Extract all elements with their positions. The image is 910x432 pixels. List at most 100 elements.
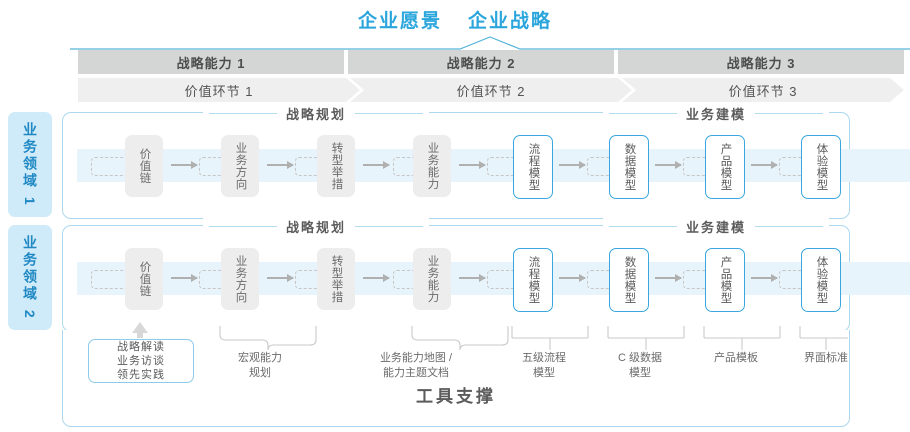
kickoff-line-2: 业务访谈 <box>117 354 165 367</box>
node-business-direction[interactable]: 业务方向 <box>221 248 259 310</box>
node-label: 业务方向 <box>234 255 247 303</box>
node-value-chain[interactable]: 价值链 <box>125 135 163 197</box>
node-label: 业务能力 <box>426 255 439 303</box>
flow-arrow <box>363 273 390 282</box>
rule-left <box>609 112 677 115</box>
vision-connector-line <box>70 36 910 50</box>
flow-arrow <box>459 273 486 282</box>
node-label: 流程模型 <box>527 256 540 304</box>
flow-arrow <box>267 160 294 169</box>
section-label-planning: 战略规划 <box>286 107 347 122</box>
enterprise-strategy-title: 企业战略 <box>468 11 553 32</box>
flow-arrow <box>751 160 778 169</box>
node-label: 产品模型 <box>719 256 732 304</box>
annotation-line-1: 五级流程 <box>522 352 566 364</box>
node-process-model[interactable]: 流程模型 <box>513 135 553 199</box>
kickoff-arrow-stem <box>137 330 143 338</box>
top-titles: 企业愿景 企业战略 <box>0 6 910 33</box>
node-transformation-measures[interactable]: 转型举措 <box>317 135 355 197</box>
annotation-five-level-process: 五级流程 模型 <box>498 351 590 381</box>
node-label: 业务能力 <box>426 142 439 190</box>
rule-left <box>209 225 277 228</box>
kickoff-line-1: 战略解读 <box>117 340 165 353</box>
node-label: 数据模型 <box>623 143 636 191</box>
annotation-c-level-data: C 级数据 模型 <box>594 351 686 381</box>
section-header-planning-1: 战略规划 <box>203 104 430 123</box>
node-transformation-measures[interactable]: 转型举措 <box>317 248 355 310</box>
node-experience-model[interactable]: 体验模型 <box>801 248 841 312</box>
section-header-planning-2: 战略规划 <box>203 217 430 236</box>
tool-support-title: 工具支撑 <box>416 387 496 406</box>
node-experience-model[interactable]: 体验模型 <box>801 135 841 199</box>
flow-arrow <box>559 160 586 169</box>
rule-left <box>209 112 277 115</box>
sidebar-item-domain-2[interactable]: 业务领域 2 <box>8 225 52 330</box>
node-data-model[interactable]: 数据模型 <box>609 135 649 199</box>
annotation-ui-standard: 界面标准 <box>780 351 872 366</box>
flow-arrow <box>171 160 198 169</box>
node-label: 价值链 <box>138 148 151 184</box>
kickoff-line-3: 领先实践 <box>117 369 165 382</box>
domain-2-label: 业务领域 2 <box>22 234 38 321</box>
flow-arrow <box>559 273 586 282</box>
annotation-line-1: 产品模板 <box>714 352 758 364</box>
flow-arrow <box>363 160 390 169</box>
rule-right <box>755 112 824 115</box>
annotation-line-2: 能力主题文档 <box>383 366 449 379</box>
annotation-line-2: 规划 <box>249 366 271 379</box>
domain-row-1: 战略规划 业务建模 价值链 业务方向 转型举措 业务能力 流程模型 数据模型 产… <box>62 104 910 219</box>
flow-arrow <box>655 160 682 169</box>
node-label: 体验模型 <box>815 256 828 304</box>
flow-arrow <box>655 273 682 282</box>
section-header-modeling-2: 业务建模 <box>603 217 830 236</box>
node-label: 数据模型 <box>623 256 636 304</box>
annotation-macro-capability: 宏观能力 规划 <box>208 351 312 381</box>
node-label: 业务方向 <box>234 142 247 190</box>
section-header-modeling-1: 业务建模 <box>603 104 830 123</box>
section-label-modeling: 业务建模 <box>686 220 747 235</box>
annotation-capability-map: 业务能力地图 / 能力主题文档 <box>348 351 484 381</box>
sidebar-item-domain-1[interactable]: 业务领域 1 <box>8 112 52 217</box>
node-label: 转型举措 <box>330 255 343 303</box>
kickoff-inputs-box[interactable]: 战略解读 业务访谈 领先实践 <box>88 339 194 383</box>
rule-right <box>755 225 824 228</box>
annotation-line-1: 宏观能力 <box>238 352 282 364</box>
node-business-capability[interactable]: 业务能力 <box>413 135 451 197</box>
domain-row-2: 战略规划 业务建模 价值链 业务方向 转型举措 业务能力 流程模型 数据模型 产… <box>62 217 910 332</box>
node-label: 价值链 <box>138 261 151 297</box>
annotation-braces <box>219 326 848 351</box>
annotation-line-1: 界面标准 <box>804 352 848 364</box>
node-data-model[interactable]: 数据模型 <box>609 248 649 312</box>
node-label: 体验模型 <box>815 143 828 191</box>
capability-cell-3: 战略能力 3 <box>618 50 904 74</box>
node-business-capability[interactable]: 业务能力 <box>413 248 451 310</box>
node-process-model[interactable]: 流程模型 <box>513 248 553 312</box>
flow-arrow <box>267 273 294 282</box>
value-link-cell-3: 价值环节 3 <box>622 78 904 102</box>
annotation-line-2: 模型 <box>629 366 651 379</box>
annotation-line-1: C 级数据 <box>618 352 662 364</box>
value-link-row: 价值环节 1 价值环节 2 价值环节 3 <box>78 78 904 102</box>
node-product-model[interactable]: 产品模型 <box>705 135 745 199</box>
node-label: 转型举措 <box>330 142 343 190</box>
node-label: 产品模型 <box>719 143 732 191</box>
rule-right <box>355 112 424 115</box>
value-link-cell-1: 价值环节 1 <box>78 78 360 102</box>
enterprise-vision-title: 企业愿景 <box>357 11 442 32</box>
value-link-cell-2: 价值环节 2 <box>350 78 632 102</box>
node-value-chain[interactable]: 价值链 <box>125 248 163 310</box>
kickoff-arrow-icon <box>132 322 148 333</box>
section-label-modeling: 业务建模 <box>686 107 747 122</box>
rule-right <box>355 225 424 228</box>
section-label-planning: 战略规划 <box>286 220 347 235</box>
capability-cell-2: 战略能力 2 <box>348 50 614 74</box>
node-product-model[interactable]: 产品模型 <box>705 248 745 312</box>
domain-1-label: 业务领域 1 <box>22 121 38 208</box>
node-business-direction[interactable]: 业务方向 <box>221 135 259 197</box>
capability-header-row: 战略能力 1 战略能力 2 战略能力 3 <box>78 50 904 74</box>
flow-arrow <box>751 273 778 282</box>
flow-arrow <box>171 273 198 282</box>
node-label: 流程模型 <box>527 143 540 191</box>
capability-cell-1: 战略能力 1 <box>78 50 344 74</box>
